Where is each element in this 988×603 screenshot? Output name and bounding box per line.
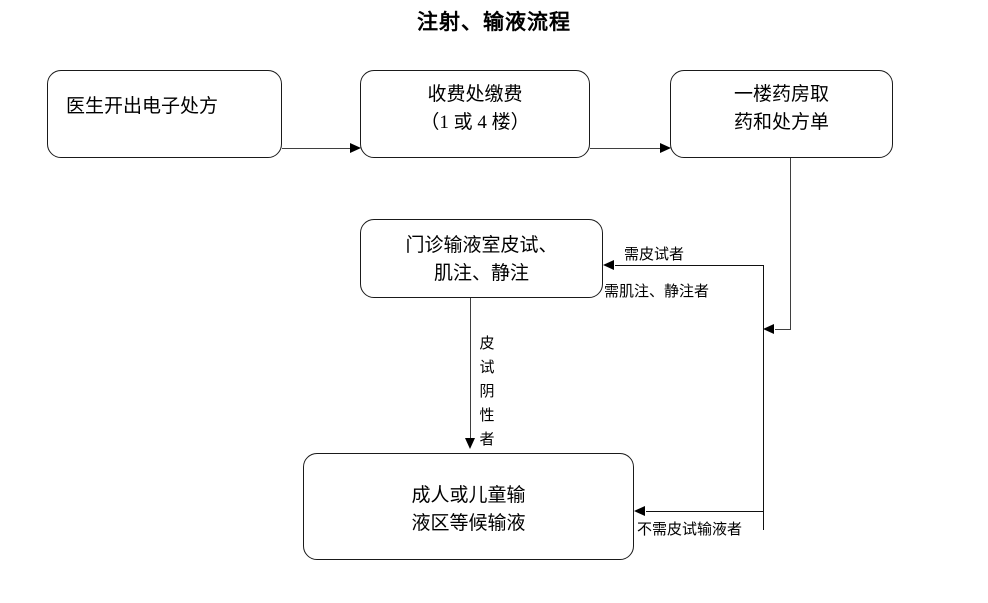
connector-right-bus: [763, 265, 764, 530]
node-infusion-waiting-area-label: 成人或儿童输 液区等候输液: [411, 485, 526, 534]
arrow-right-icon: [660, 142, 671, 153]
edge-label-skin-test-required: 需皮试者: [624, 247, 685, 263]
node-payment-counter[interactable]: 收费处缴费 （1 或 4 楼）: [360, 70, 590, 158]
connector-prescription-to-payment: [282, 148, 350, 149]
node-doctor-prescription[interactable]: 医生开出电子处方: [47, 70, 282, 158]
edge-label-no-skin-test-needed: 不需皮试输液者: [637, 522, 743, 538]
connector-injection-room-to-waiting-area: [470, 298, 471, 438]
arrow-right-icon: [350, 142, 361, 153]
arrow-left-icon: [634, 505, 645, 516]
connector-payment-to-pharmacy: [590, 148, 660, 149]
node-pharmacy-pickup[interactable]: 一楼药房取 药和处方单: [670, 70, 893, 158]
connector-bus-to-waiting-area: [646, 511, 764, 512]
edge-label-skin-test-negative: 皮试阴性者: [479, 336, 495, 448]
page-title: 注射、输液流程: [417, 10, 571, 34]
connector-bus-to-injection-room: [615, 265, 764, 266]
node-infusion-waiting-area[interactable]: 成人或儿童输 液区等候输液: [303, 453, 634, 560]
arrow-down-icon: [464, 438, 475, 449]
arrow-left-icon: [763, 323, 774, 334]
connector-pharmacy-to-junction: [775, 329, 791, 330]
node-outpatient-injection-room-label: 门诊输液室皮试、 肌注、静注: [405, 235, 558, 284]
edge-label-im-iv-required: 需肌注、静注者: [604, 284, 710, 300]
node-pharmacy-pickup-label: 一楼药房取 药和处方单: [733, 84, 829, 133]
node-doctor-prescription-label: 医生开出电子处方: [66, 96, 219, 117]
arrow-left-icon: [603, 259, 614, 270]
connector-pharmacy-stem: [790, 158, 791, 330]
node-outpatient-injection-room[interactable]: 门诊输液室皮试、 肌注、静注: [360, 219, 603, 298]
node-payment-counter-label: 收费处缴费 （1 或 4 楼）: [420, 84, 530, 133]
